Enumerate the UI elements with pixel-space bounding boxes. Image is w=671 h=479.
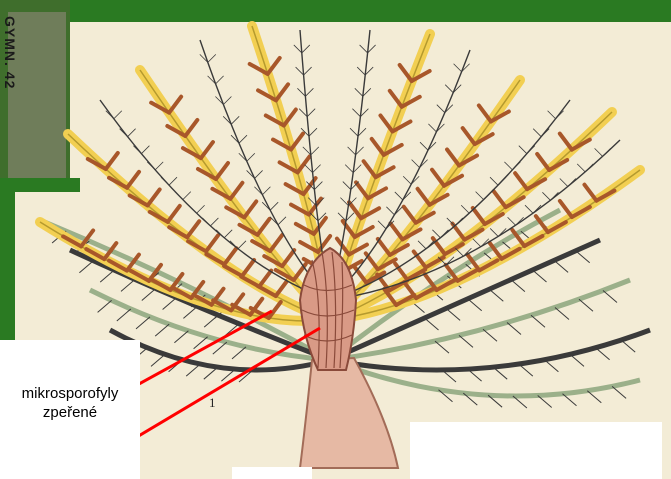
- green-block-left: [0, 178, 80, 192]
- label-box-bottom: [232, 467, 312, 479]
- label-line-2: zpeřené: [0, 403, 140, 422]
- catalog-stamp: GYMN. 42: [2, 16, 18, 89]
- top-margin: [0, 0, 671, 22]
- label-box-right: [410, 422, 662, 479]
- label-line-1: mikrosporofyly: [0, 384, 140, 403]
- label-mikrosporofyly: mikrosporofyly zpeřené: [0, 384, 140, 422]
- label-box-left-top: [0, 340, 75, 380]
- plate-number: 1: [209, 395, 216, 411]
